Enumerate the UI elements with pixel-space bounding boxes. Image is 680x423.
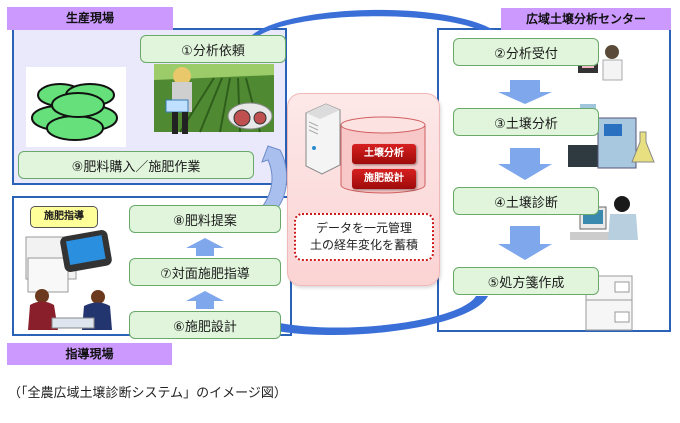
step-8-fertilizer-proposal: ⑧肥料提案: [129, 205, 281, 233]
database-note: データを一元管理 土の経年変化を蓄積: [294, 213, 434, 261]
section-tag-production: 生産現場: [7, 7, 173, 30]
step-6-fertilizer-design: ⑥施肥設計: [129, 311, 281, 339]
figure-caption: （「全農広域土壌診断システム」のイメージ図）: [8, 386, 287, 401]
step-9-fertilizer-purchase: ⑨肥料購入／施肥作業: [18, 151, 254, 179]
step-7-face-to-face-guidance: ⑦対面施肥指導: [129, 258, 281, 286]
database-note-line2: 土の経年変化を蓄積: [309, 238, 418, 252]
step-5-prescription: ⑤処方箋作成: [453, 267, 599, 295]
step-2-analysis-reception: ②分析受付: [453, 38, 599, 66]
section-tag-guidance: 指導現場: [7, 343, 172, 365]
step-3-soil-analysis: ③土壌分析: [453, 108, 599, 136]
step-1-analysis-request: ①分析依頼: [140, 35, 286, 63]
db-tag-fertilizer-design: 施肥設計: [352, 169, 416, 189]
section-tag-center: 広域土壌分析センター: [501, 8, 671, 30]
database-note-line1: データを一元管理: [315, 221, 412, 235]
speech-bubble-fertilizer-guidance: 施肥指導: [30, 206, 98, 228]
db-tag-soil-analysis: 土壌分析: [352, 144, 416, 164]
step-4-soil-diagnosis: ④土壌診断: [453, 187, 599, 215]
